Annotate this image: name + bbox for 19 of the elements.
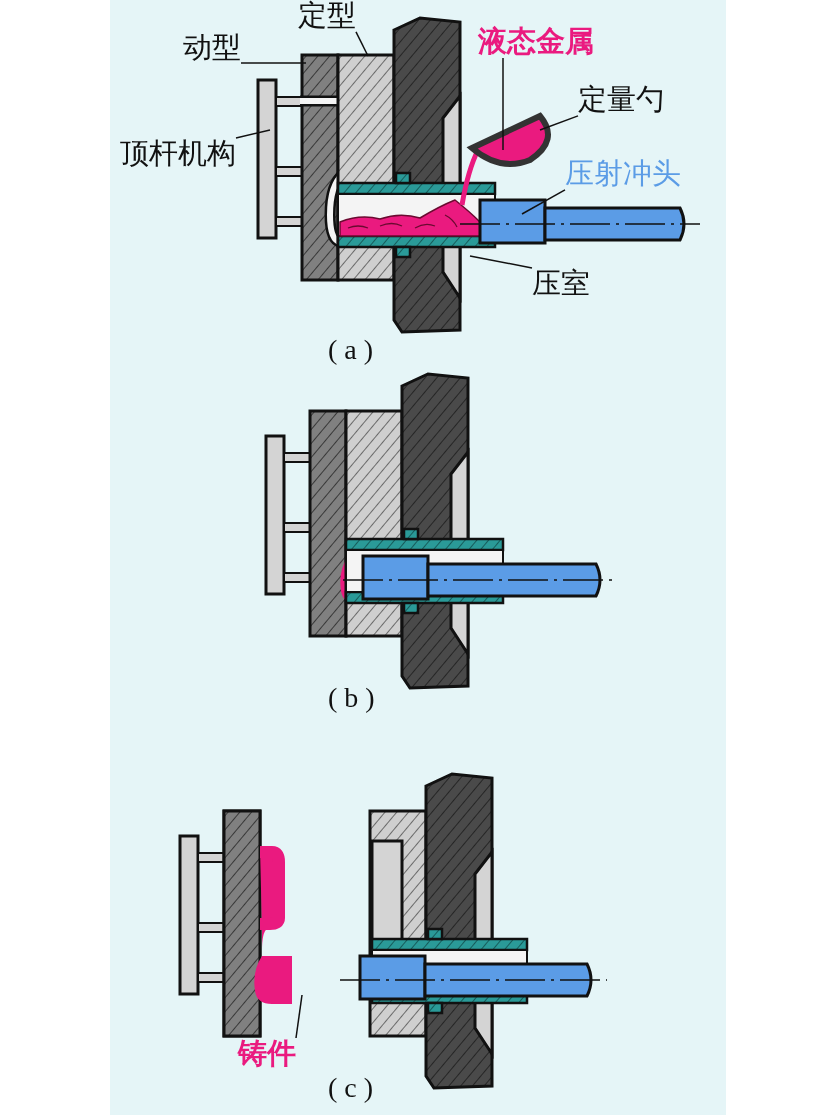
- part-label: 压射冲头: [565, 158, 681, 190]
- part-label: 压室: [532, 268, 590, 300]
- leader-line: [235, 129, 271, 139]
- leader-line: [295, 994, 303, 1039]
- figure-caption: ( a ): [328, 335, 374, 366]
- part-label: 定型: [298, 0, 356, 32]
- part-label: 动型: [183, 32, 241, 64]
- figure-caption: ( b ): [328, 683, 375, 714]
- part-label: 铸件: [238, 1038, 296, 1070]
- figure-caption: ( c ): [328, 1073, 374, 1104]
- leader-line: [240, 62, 307, 64]
- leader-line: [469, 255, 533, 269]
- leader-line: [521, 189, 566, 215]
- part-label: 顶杆机构: [120, 138, 236, 170]
- leader-line: [502, 57, 504, 151]
- leader-line: [355, 31, 369, 57]
- part-label: 定量勺: [578, 84, 665, 116]
- part-label: 液态金属: [478, 26, 594, 58]
- leader-line: [539, 115, 579, 131]
